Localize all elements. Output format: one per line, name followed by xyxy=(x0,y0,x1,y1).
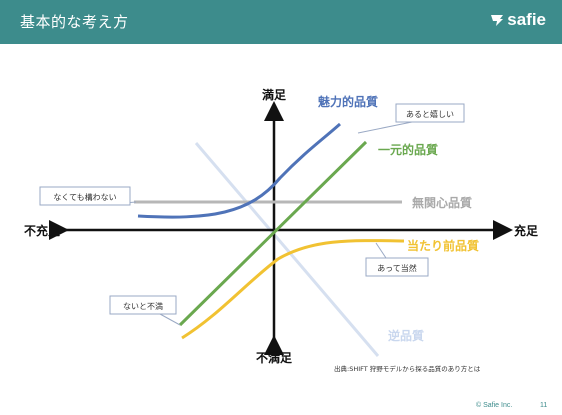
callout-dont-care: なくても構わない xyxy=(39,186,137,206)
footer-copyright: © Safie Inc. xyxy=(476,402,513,409)
axis-label-left: 不充足 xyxy=(24,223,60,238)
callout-unhappy-without: ないと不満 xyxy=(109,295,181,326)
slide-title: 基本的な考え方 xyxy=(20,13,129,31)
slide-header: 基本的な考え方 safie xyxy=(0,0,562,44)
attractive-quality-label: 魅力的品質 xyxy=(318,94,378,109)
callout-dont-care-text: なくても構わない xyxy=(53,192,116,202)
reverse-quality-line xyxy=(194,142,380,357)
brand-logo: safie xyxy=(490,10,546,30)
indifferent-quality-label: 無関心品質 xyxy=(412,195,472,210)
kano-model-diagram: 満足 不満足 不充足 充足 魅力的品質 一元的品質 無関心品質 当たり前品質 逆… xyxy=(24,87,538,373)
callout-nice-to-have-text: あると嬉しい xyxy=(406,109,454,119)
brand-name: safie xyxy=(507,10,546,29)
must-be-quality-label: 当たり前品質 xyxy=(407,238,479,253)
reverse-quality-label: 逆品質 xyxy=(388,328,424,343)
must-be-quality-curve xyxy=(181,239,405,340)
axis-label-top: 満足 xyxy=(262,87,286,102)
callout-expected-text: あって当然 xyxy=(377,263,417,273)
attractive-quality-curve xyxy=(137,122,341,219)
callout-nice-to-have: あると嬉しい xyxy=(357,103,465,134)
safie-mark-icon xyxy=(491,15,504,26)
callout-unhappy-without-text: ないと不満 xyxy=(123,302,163,311)
source-note: 出典:SHIFT 狩野モデルから探る品質のあり方とは xyxy=(334,364,481,373)
axis-label-right: 充足 xyxy=(514,223,538,238)
axis-label-bottom: 不満足 xyxy=(256,350,292,365)
callout-expected: あって当然 xyxy=(365,242,429,277)
page-number: 11 xyxy=(540,402,548,409)
one-dimensional-quality-line xyxy=(178,140,368,327)
one-dimensional-quality-label: 一元的品質 xyxy=(378,142,438,157)
